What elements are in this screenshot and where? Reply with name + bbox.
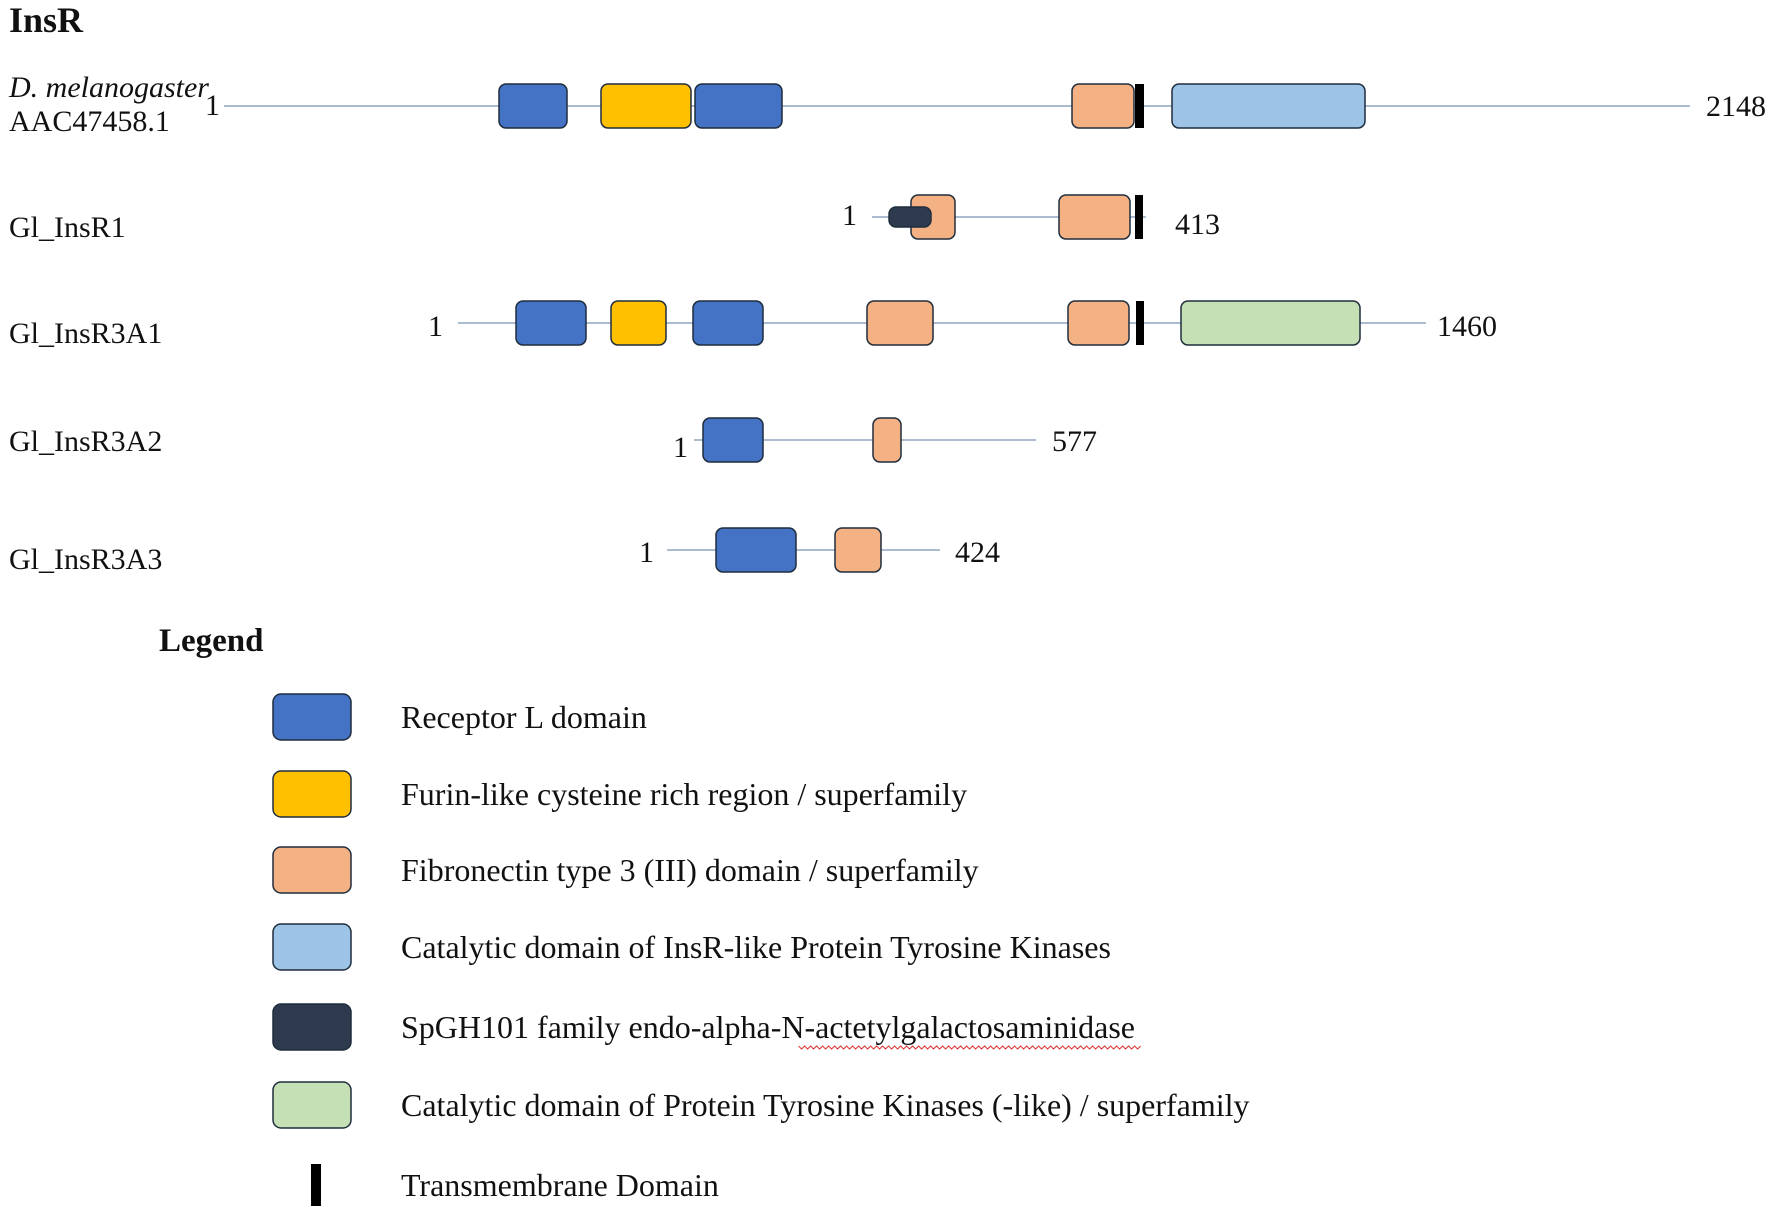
domain-receptor_l <box>692 300 764 346</box>
legend-swatch-furin <box>272 770 352 818</box>
end-position: 413 <box>1175 208 1220 241</box>
end-position: 424 <box>955 536 1000 569</box>
domain-fibronectin <box>1067 300 1130 346</box>
domain-fibronectin <box>834 527 882 573</box>
legend-label: Catalytic domain of InsR-like Protein Ty… <box>401 929 1111 965</box>
legend-title: Legend <box>159 623 264 659</box>
protein-label: Gl_InsR3A3 <box>9 543 162 576</box>
domain-furin <box>610 300 667 346</box>
domain-ptk <box>1180 300 1361 346</box>
start-position: 1 <box>842 199 857 232</box>
domain-receptor_l <box>702 417 764 463</box>
start-position: 1 <box>673 431 688 464</box>
domain-fibronectin <box>1071 83 1135 129</box>
protein-label: D. melanogaster <box>8 71 209 104</box>
legend-label: Fibronectin type 3 (III) domain / superf… <box>401 852 979 888</box>
legend-swatch-spgh101 <box>272 1003 352 1051</box>
protein-row-gl_insr3a2: Gl_InsR3A2 1 577 <box>9 417 1097 464</box>
legend-label: Receptor L domain <box>401 699 647 735</box>
domain-spgh101 <box>888 206 932 228</box>
page-title: InsR <box>9 0 84 40</box>
end-position: 2148 <box>1706 90 1766 123</box>
start-position: 1 <box>428 310 443 343</box>
legend-label: SpGH101 family endo-alpha-N-actetylgalac… <box>401 1009 1135 1045</box>
protein-label: Gl_InsR3A2 <box>9 425 162 458</box>
spellcheck-underline <box>798 1045 1141 1050</box>
legend-swatch-ptk <box>272 1081 352 1129</box>
protein-row-gl_insr3a3: Gl_InsR3A3 1 424 <box>9 527 1000 576</box>
domain-receptor_l <box>715 527 797 573</box>
domain-fibronectin <box>866 300 934 346</box>
legend-swatch-receptor_l <box>272 693 352 741</box>
domain-receptor_l <box>694 83 783 129</box>
domain-fibronectin <box>1058 194 1131 240</box>
protein-row-gl_insr3a1: Gl_InsR3A1 1 1460 <box>9 300 1497 350</box>
end-position: 1460 <box>1437 310 1497 343</box>
domain-receptor_l <box>498 83 568 129</box>
protein-label: Gl_InsR1 <box>9 211 126 244</box>
legend-swatch-insr_kinase <box>272 923 352 971</box>
legend-label: Transmembrane Domain <box>401 1167 719 1203</box>
legend-label: Catalytic domain of Protein Tyrosine Kin… <box>401 1087 1250 1123</box>
protein-label: AAC47458.1 <box>9 105 170 138</box>
domain-fibronectin <box>872 417 902 463</box>
legend-label: Furin-like cysteine rich region / superf… <box>401 776 967 812</box>
transmembrane-mark <box>1135 195 1143 239</box>
start-position: 1 <box>639 536 654 569</box>
domain-furin <box>600 83 692 129</box>
end-position: 577 <box>1052 425 1097 458</box>
legend-swatch-fibronectin <box>272 846 352 894</box>
transmembrane-mark <box>1136 301 1144 345</box>
transmembrane-mark <box>1135 84 1144 128</box>
domain-receptor_l <box>515 300 587 346</box>
protein-row-gl_insr1: Gl_InsR1 1 413 <box>9 194 1220 244</box>
protein-label: Gl_InsR3A1 <box>9 317 162 350</box>
start-position: 1 <box>205 89 220 122</box>
domain-insr_kinase <box>1171 83 1366 129</box>
legend-swatch-tm <box>311 1164 321 1206</box>
